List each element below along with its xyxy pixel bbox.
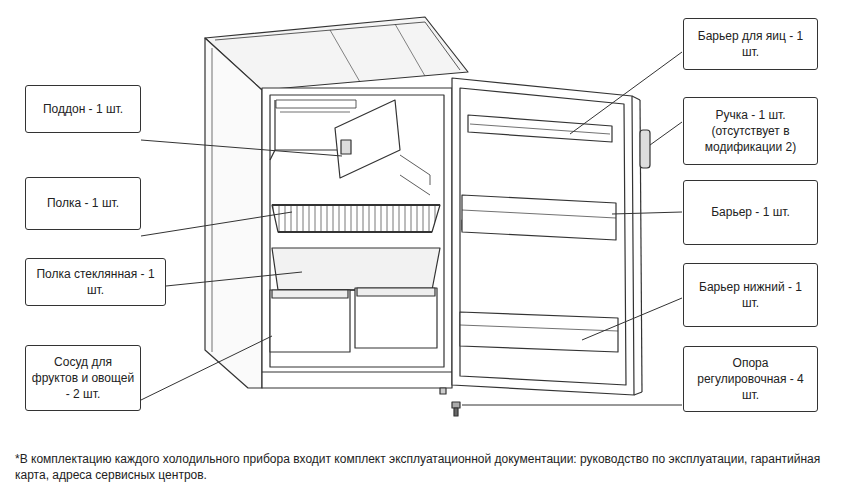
fridge-body <box>262 88 452 388</box>
adjustable-foot <box>452 402 460 408</box>
door-handle <box>640 130 650 168</box>
callout-box: Барьер нижний - 1 шт. <box>683 263 818 327</box>
freezer-flap <box>335 100 400 178</box>
callout-text: Барьер нижний - 1 шт. <box>689 279 812 311</box>
crisper-drawer <box>270 290 350 352</box>
footnote: *В комплектацию каждого холодильного при… <box>15 452 830 483</box>
callout-text: Полка стеклянная - 1 шт. <box>31 266 160 298</box>
lower-barrier <box>460 312 618 352</box>
callout-text: Поддон - 1 шт. <box>43 101 123 117</box>
callout-box: Ручка - 1 шт. (отсутствует в модификации… <box>683 97 818 165</box>
callout-text: Барьер - 1 шт. <box>711 204 790 220</box>
callout-text: Барьер для яиц - 1 шт. <box>689 28 812 60</box>
callout-box: Полка - 1 шт. <box>25 177 141 230</box>
crisper-drawer <box>355 288 437 348</box>
fridge-door <box>452 78 634 395</box>
callout-box: Опора регулировочная - 4 шт. <box>683 346 818 412</box>
callout-box: Поддон - 1 шт. <box>25 85 141 133</box>
callout-box: Барьер - 1 шт. <box>683 180 818 245</box>
callout-box: Сосуд для фруктов и овощей - 2 шт. <box>25 345 141 411</box>
fridge-side <box>205 38 262 388</box>
leader-lines <box>141 52 682 405</box>
callout-text: Ручка - 1 шт. (отсутствует в модификации… <box>689 107 812 156</box>
callout-text: Опора регулировочная - 4 шт. <box>689 355 812 404</box>
callout-text: Полка - 1 шт. <box>47 195 119 211</box>
glass-shelf <box>272 248 440 290</box>
callout-box: Барьер для яиц - 1 шт. <box>683 18 818 70</box>
wire-shelf <box>272 205 440 232</box>
door-barrier <box>462 195 616 240</box>
callout-box: Полка стеклянная - 1 шт. <box>25 258 166 306</box>
callout-text: Сосуд для фруктов и овощей - 2 шт. <box>31 354 135 403</box>
